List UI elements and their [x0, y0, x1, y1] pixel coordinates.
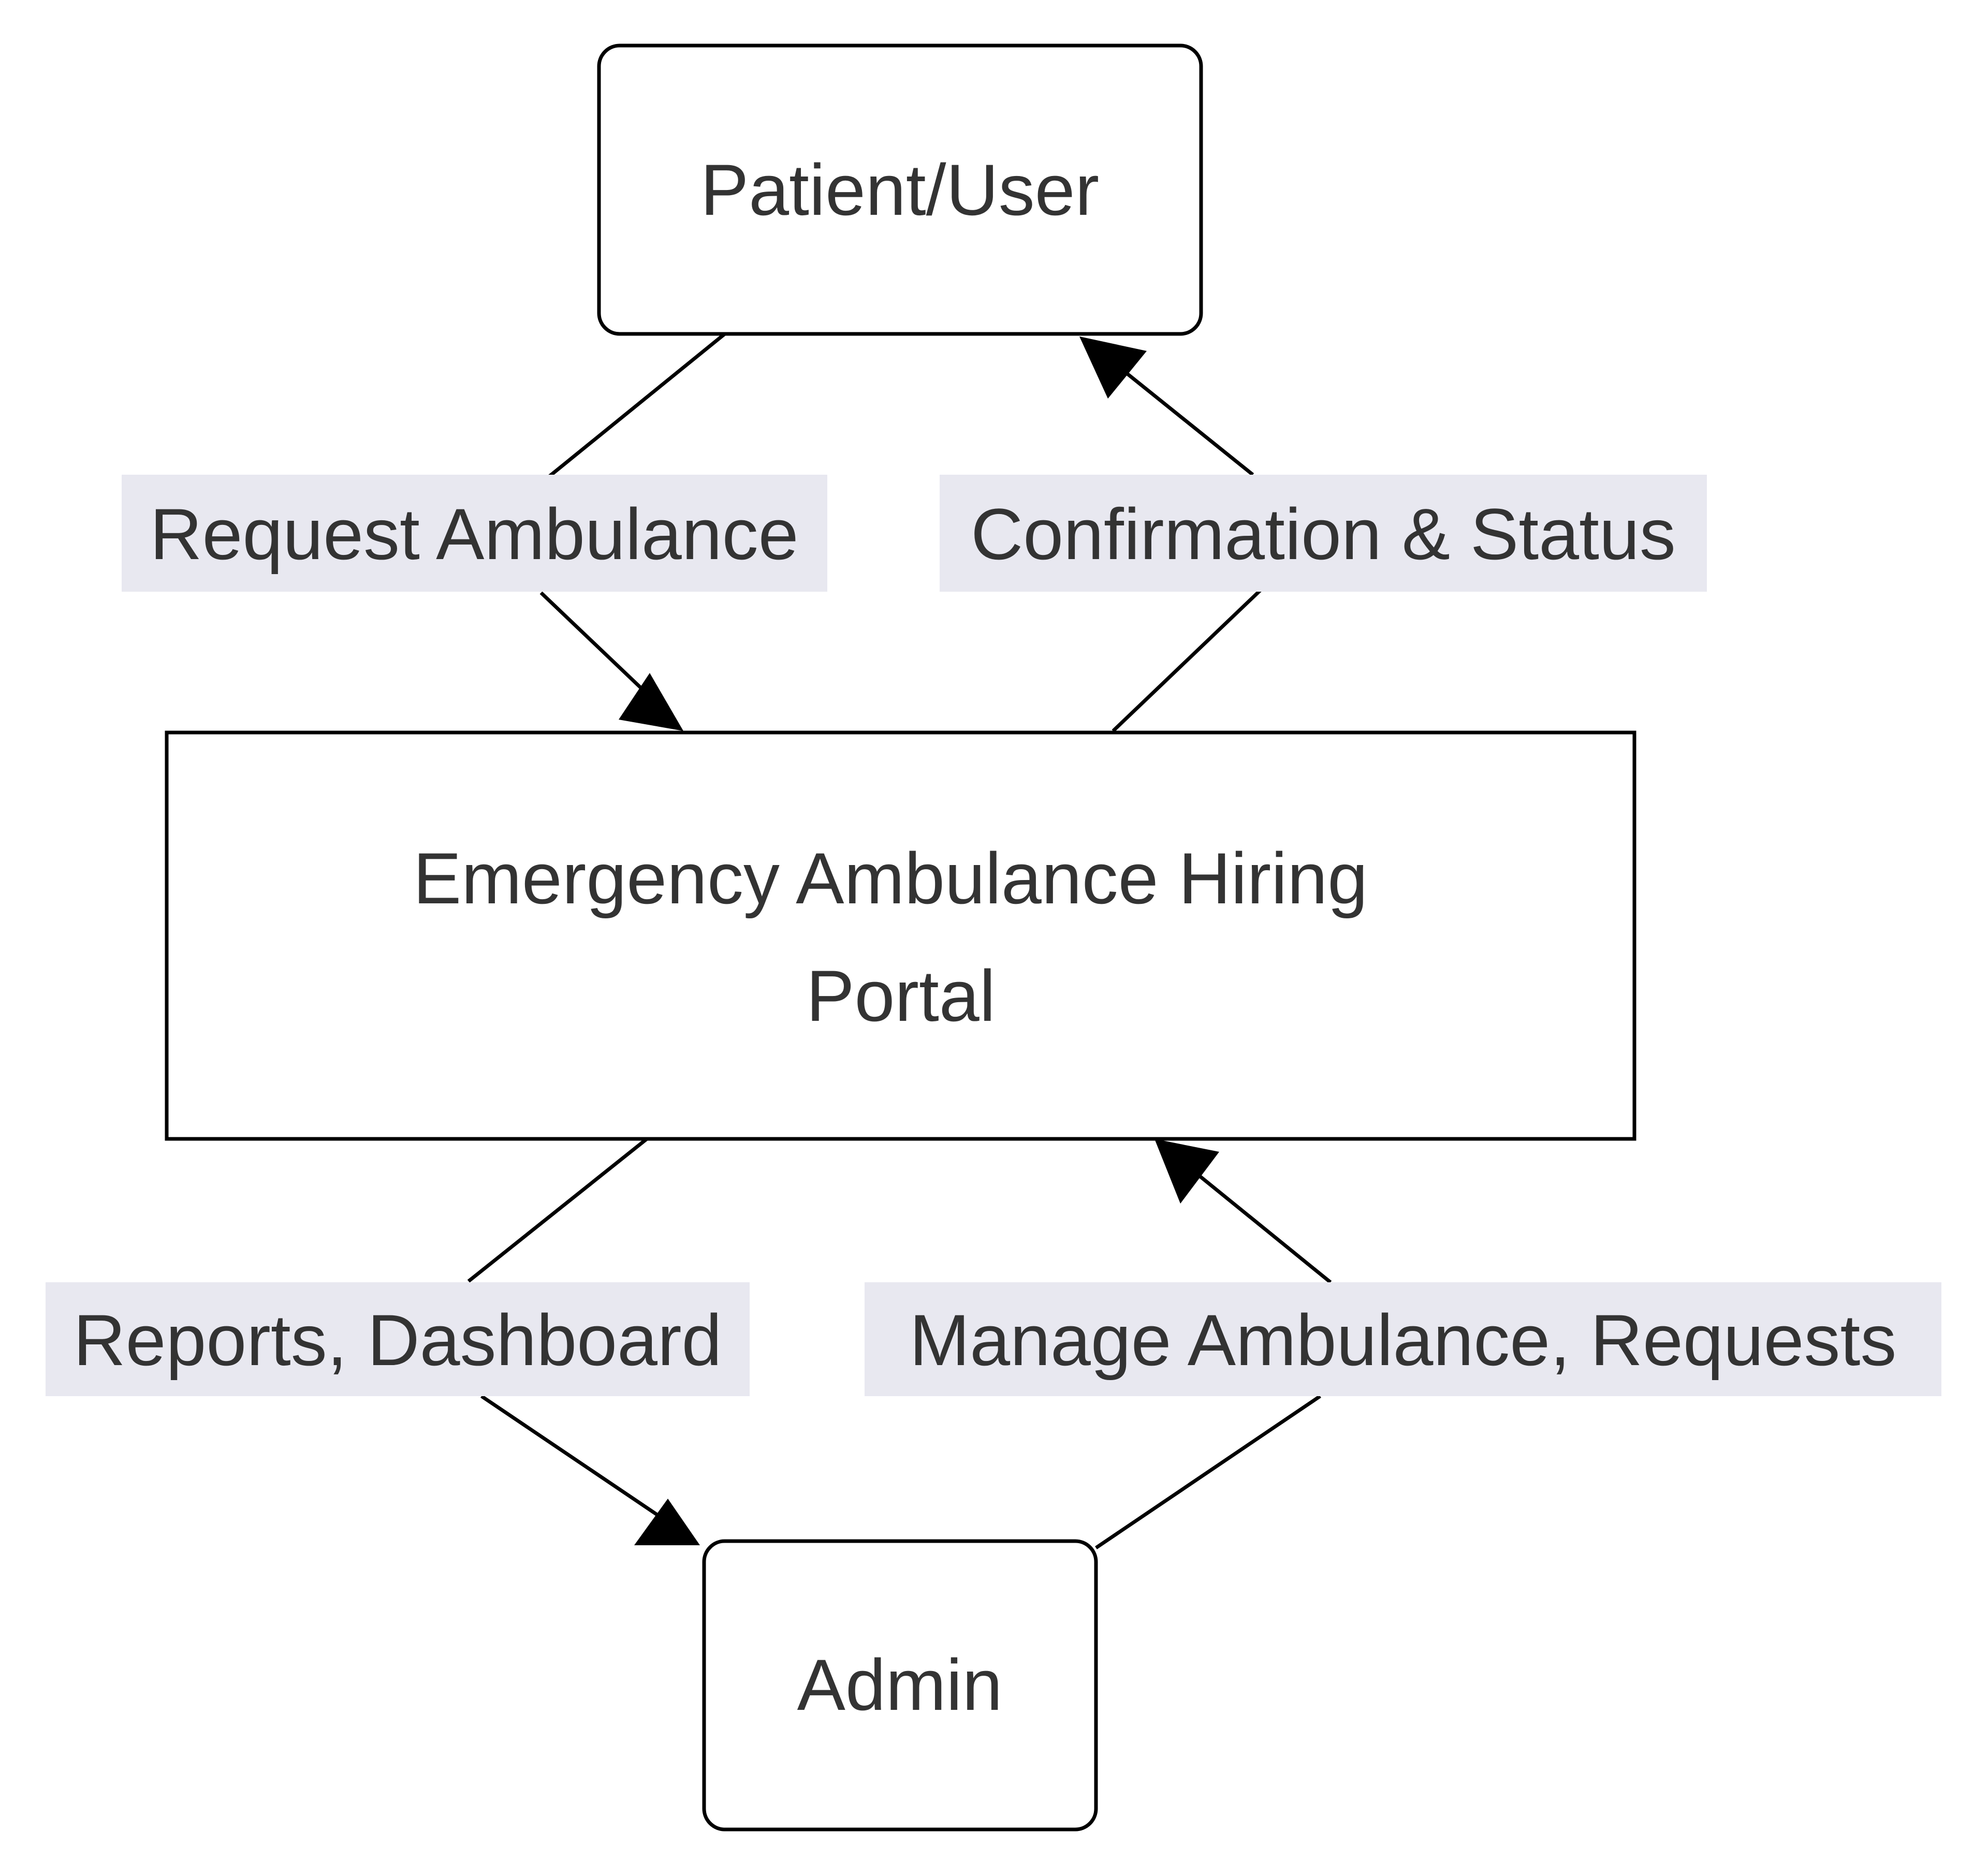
arrowhead-manage [1154, 1139, 1219, 1204]
arrowhead-reports [634, 1499, 700, 1545]
edge-label-confirmation: Confirmation & Status [971, 493, 1676, 575]
edge-line-reports [467, 1136, 650, 1283]
node-admin: Admin [702, 1539, 1098, 1832]
edge-label-reports: Reports, Dashboard [74, 1299, 722, 1381]
edge-label-bg-request [122, 475, 827, 592]
edge-label-bg-manage [865, 1282, 1941, 1396]
edge-confirmation-status: Confirmation & Status [940, 336, 1707, 733]
arrowhead-request [619, 673, 683, 731]
node-box-portal [165, 730, 1636, 1141]
node-patient-user: Patient/User [597, 43, 1203, 336]
edge-line-confirmation [1112, 586, 1265, 733]
edge-line-manage [1095, 1395, 1321, 1549]
node-label-portal-line2: Portal [806, 955, 996, 1036]
node-box-patient [597, 43, 1203, 336]
edge-request-ambulance: Request Ambulance [122, 332, 827, 731]
edge-reports-dashboard: Reports, Dashboard [46, 1136, 750, 1545]
node-box-admin [702, 1539, 1098, 1832]
edge-label-bg-confirmation [940, 475, 1707, 592]
node-label-admin: Admin [797, 1644, 1003, 1725]
edge-label-request: Request Ambulance [150, 493, 798, 575]
node-label-patient: Patient/User [700, 149, 1099, 230]
arrowhead-confirmation [1079, 336, 1147, 399]
node-portal: Emergency Ambulance Hiring Portal [165, 730, 1636, 1141]
edge-label-bg-reports [46, 1282, 750, 1396]
edge-manage-requests: Manage Ambulance, Requests [865, 1139, 1941, 1549]
node-label-portal-line1: Emergency Ambulance Hiring [413, 838, 1368, 919]
edge-label-manage: Manage Ambulance, Requests [910, 1299, 1897, 1381]
